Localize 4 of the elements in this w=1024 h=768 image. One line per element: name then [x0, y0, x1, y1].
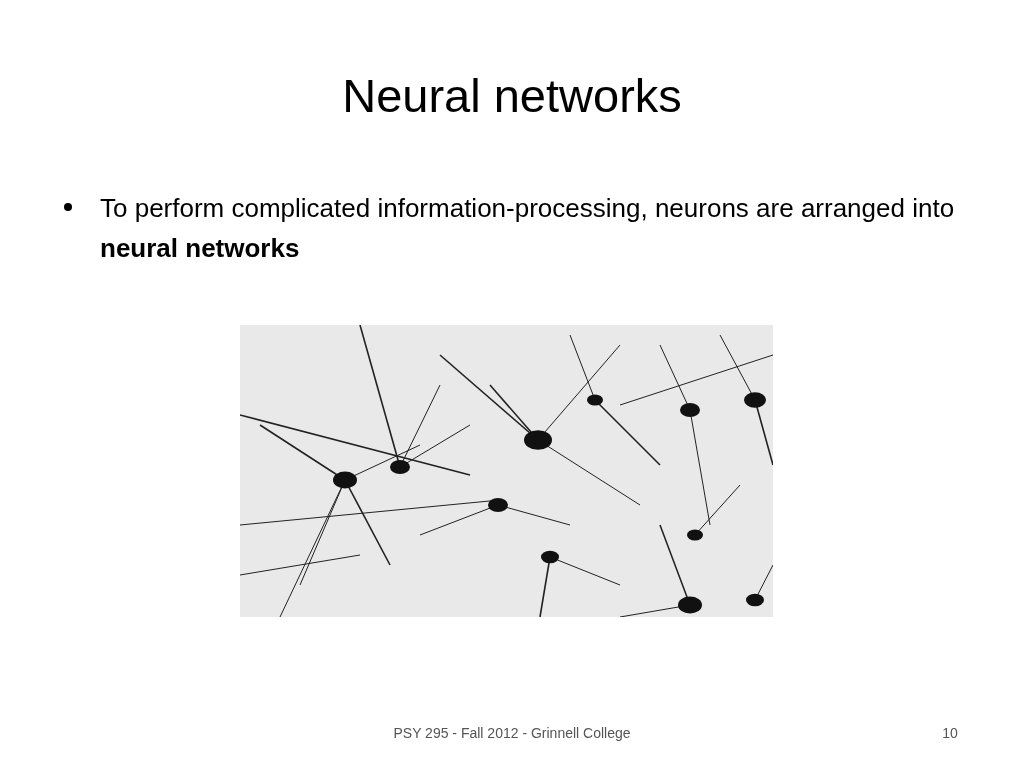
- slide-title: Neural networks: [341, 68, 683, 124]
- footer-text: PSY 295 - Fall 2012 - Grinnell College: [392, 724, 632, 742]
- slide-number: 10: [941, 724, 959, 742]
- bullet-text: To perform complicated information-processing, neurons are arranged into neural networks: [100, 192, 956, 265]
